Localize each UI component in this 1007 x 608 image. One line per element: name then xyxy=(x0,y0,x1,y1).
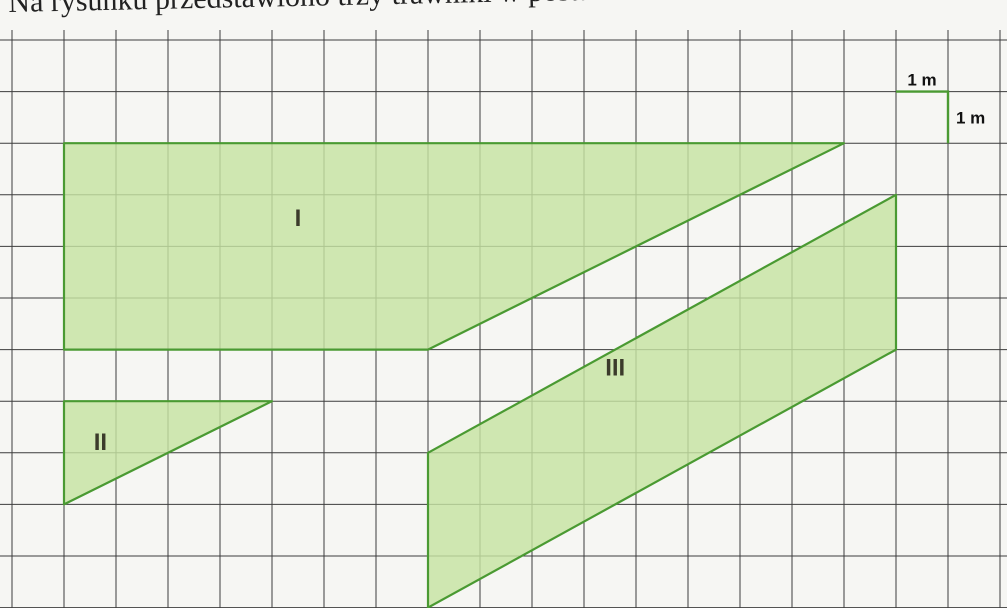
lawn-label: I xyxy=(295,205,302,232)
lawn-label: III xyxy=(605,354,625,381)
lawn-label: II xyxy=(94,429,107,456)
lawn-triangle xyxy=(62,400,274,506)
scale-label-horizontal: 1 m xyxy=(907,71,936,90)
scale-label-vertical: 1 m xyxy=(956,108,985,127)
scale-indicator: 1 m 1 m xyxy=(896,71,985,144)
scale-bracket xyxy=(896,90,950,144)
lawn-trapezoid xyxy=(62,142,846,351)
lawn-parallelogram xyxy=(426,193,898,608)
